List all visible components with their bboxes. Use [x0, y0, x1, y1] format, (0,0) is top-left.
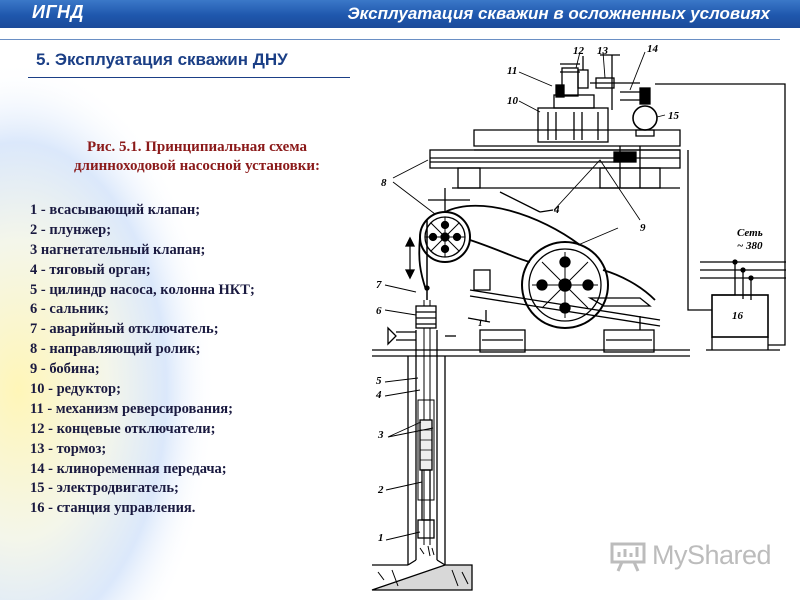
- legend-item: 16 - станция управления.: [30, 500, 196, 517]
- label-6: 6: [376, 305, 382, 317]
- cable-to-station: [687, 150, 712, 311]
- watermark-text: MyShared: [652, 540, 772, 570]
- header-course-title: Эксплуатация скважин в осложненных услов…: [347, 4, 770, 23]
- label-16: 16: [732, 310, 744, 322]
- limit-switches-12: [577, 56, 589, 89]
- label-1-small: 1: [478, 318, 483, 328]
- watermark: MyShared: [608, 538, 778, 574]
- bobbin-9: [521, 241, 609, 329]
- presentation-board-icon: [610, 542, 646, 572]
- base-platform: [372, 269, 690, 357]
- roller-bracket: [428, 188, 470, 212]
- header-org-label: ИГНД: [32, 2, 84, 22]
- label-4: 4: [375, 389, 382, 401]
- label-4-top: 4: [553, 204, 560, 216]
- legend-item: 7 - аварийный отключатель;: [30, 321, 219, 338]
- stuffing-box-6: [415, 305, 437, 329]
- plunger-2: [421, 469, 431, 521]
- header-bar: ИГНД Эксплуатация скважин в осложненных …: [0, 0, 800, 28]
- suction-valve-1: [417, 519, 435, 557]
- legend-item: 6 - сальник;: [30, 301, 110, 318]
- legend-item: 1 - всасывающий клапан;: [30, 202, 201, 218]
- label-1: 1: [378, 532, 384, 544]
- title-underline: [28, 77, 350, 78]
- network-voltage-label: ~ 380: [737, 240, 763, 252]
- legend-item: 15 - электродвигатель;: [30, 480, 179, 497]
- diagram-labels: 12 13 14 11 10 15 8 4 9 7 6 5 4 3 2 1 1 …: [375, 43, 763, 544]
- traction-belt-4: [418, 204, 656, 301]
- control-station-16: [711, 294, 769, 338]
- label-8: 8: [381, 177, 387, 189]
- label-11: 11: [507, 65, 517, 77]
- legend-item: 11 - механизм реверсирования;: [30, 400, 233, 417]
- label-7: 7: [376, 279, 382, 291]
- emergency-switch-7: [404, 220, 430, 300]
- label-9: 9: [640, 222, 646, 234]
- legend-item: 14 - клиноременная передача;: [30, 460, 227, 477]
- motor-15: [632, 105, 658, 137]
- legend-item: 10 - редуктор;: [30, 381, 121, 398]
- page-title: 5. Эксплуатация скважин ДНУ: [36, 50, 288, 69]
- label-15: 15: [668, 110, 680, 122]
- figure-caption: Рис. 5.1. Принципиальная схема длинноход…: [73, 139, 321, 174]
- guide-roller-8: [419, 211, 471, 263]
- legend-item: 5 - цилиндр насоса, колонна НКТ;: [30, 281, 255, 298]
- legend-list: 1 - всасывающий клапан; 2 - плунжер; 3 н…: [30, 201, 255, 519]
- pump-unit-diagram: 12 13 14 11 10 15 8 4 9 7 6 5 4 3 2 1 1 …: [371, 43, 786, 591]
- control-station-base: [706, 337, 780, 351]
- label-12: 12: [573, 45, 585, 57]
- well-casing: [371, 300, 473, 591]
- legend-item: 9 - бобина;: [30, 361, 100, 378]
- wellhead-valves: [387, 326, 456, 346]
- legend-item: 3 нагнетательный клапан;: [30, 241, 206, 258]
- upper-frame: [429, 129, 681, 189]
- legend-item: 8 - направляющий ролик;: [30, 341, 201, 358]
- belt-guide-arm: [499, 191, 554, 213]
- pump-barrel-5: [417, 399, 435, 501]
- legend-item: 12 - концевые отключатели;: [30, 420, 216, 437]
- label-3: 3: [377, 429, 384, 441]
- v-belt-drive-14: [620, 87, 651, 105]
- power-line: [600, 54, 786, 346]
- leader-lines: [384, 51, 666, 541]
- header-divider: [0, 39, 780, 40]
- label-14: 14: [647, 43, 659, 55]
- label-13: 13: [597, 45, 609, 57]
- legend-item: 13 - тормоз;: [30, 440, 107, 457]
- legend-item: 2 - плунжер;: [30, 221, 112, 238]
- network-label: Сеть: [737, 227, 763, 239]
- label-2: 2: [377, 484, 384, 496]
- label-5: 5: [376, 375, 382, 387]
- label-10: 10: [507, 95, 519, 107]
- legend-item: 4 - тяговый орган;: [30, 261, 151, 278]
